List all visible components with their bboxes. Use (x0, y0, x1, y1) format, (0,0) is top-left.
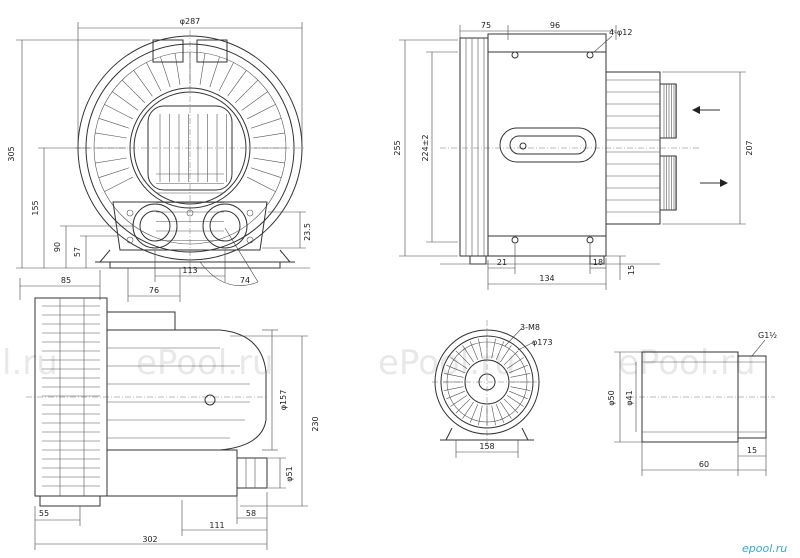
dim-side-foot-height: 15 (627, 265, 636, 275)
dim-pipe-outer-dia: φ50 (607, 390, 616, 405)
dim-side-base-right: 18 (593, 258, 603, 267)
bottom-view: φ157 230 φ51 55 302 111 58 (26, 297, 320, 550)
dim-front-left-width: 85 (61, 276, 71, 285)
flange-fins (443, 338, 531, 426)
dim-front-diameter: φ287 (180, 17, 201, 26)
dim-front-port-spacing: 113 (182, 266, 197, 275)
dim-flange-base: 158 (479, 442, 494, 451)
housing-fins-side (42, 298, 100, 496)
dim-side-base-depth: 134 (539, 274, 554, 283)
dim-bottom-outlet-dia: φ51 (285, 466, 294, 481)
dim-bottom-left: 55 (39, 509, 49, 518)
dim-front-height: 305 (7, 146, 16, 161)
dim-front-center-height: 155 (31, 200, 40, 215)
pipe-view: G1½ φ50 φ41 15 60 (607, 331, 777, 476)
dim-side-top-right: 96 (550, 21, 560, 30)
dim-front-base-width: 76 (149, 286, 159, 295)
dim-flange-screws: 3-M8 (520, 323, 540, 332)
dim-bottom-flange-dia: φ157 (279, 390, 288, 411)
dim-bottom-overall-length: 302 (142, 535, 157, 544)
watermark: l.ru (2, 343, 58, 383)
dim-pipe-thread: G1½ (758, 331, 777, 340)
side-view: 75 96 4-φ12 255 224±2 207 21 18 134 15 (393, 21, 754, 290)
dim-front-port-offset: 23.5 (303, 223, 312, 241)
dim-side-port-span: 207 (745, 140, 754, 155)
dim-side-total-height: 255 (393, 140, 402, 155)
dim-pipe-length: 60 (699, 460, 709, 469)
dim-bottom-outlet-length: 58 (246, 509, 256, 518)
watermark: ePool.ru (136, 343, 274, 383)
brand-logo: epool.ru (742, 542, 787, 555)
dim-front-port-height: 90 (53, 242, 62, 252)
dim-flange-diameter: φ173 (532, 338, 553, 347)
dim-side-bolt-spacing: 224±2 (421, 134, 430, 161)
watermark: ePool.ru (378, 343, 516, 383)
fan-cover-grid (156, 114, 227, 241)
dim-bottom-height: 230 (311, 416, 320, 431)
dim-pipe-inner-dia: φ41 (625, 390, 634, 405)
front-view: φ287 305 155 90 57 23.5 113 76 (7, 17, 312, 302)
dim-side-base-left: 21 (497, 258, 507, 267)
dim-side-hole-spec: 4-φ12 (609, 28, 632, 37)
dim-front-port-angle: 74 (240, 276, 250, 285)
dim-side-top-left: 75 (481, 21, 491, 30)
dim-pipe-thread-length: 15 (747, 446, 757, 455)
housing-fins (94, 52, 286, 192)
dim-bottom-outlet-offset: 111 (209, 521, 224, 530)
flange-view: 3-M8 φ173 158 (432, 320, 553, 458)
dim-front-flange-height: 57 (73, 247, 82, 257)
port-ribs (606, 79, 677, 213)
watermark: ePool.ru (618, 343, 756, 383)
